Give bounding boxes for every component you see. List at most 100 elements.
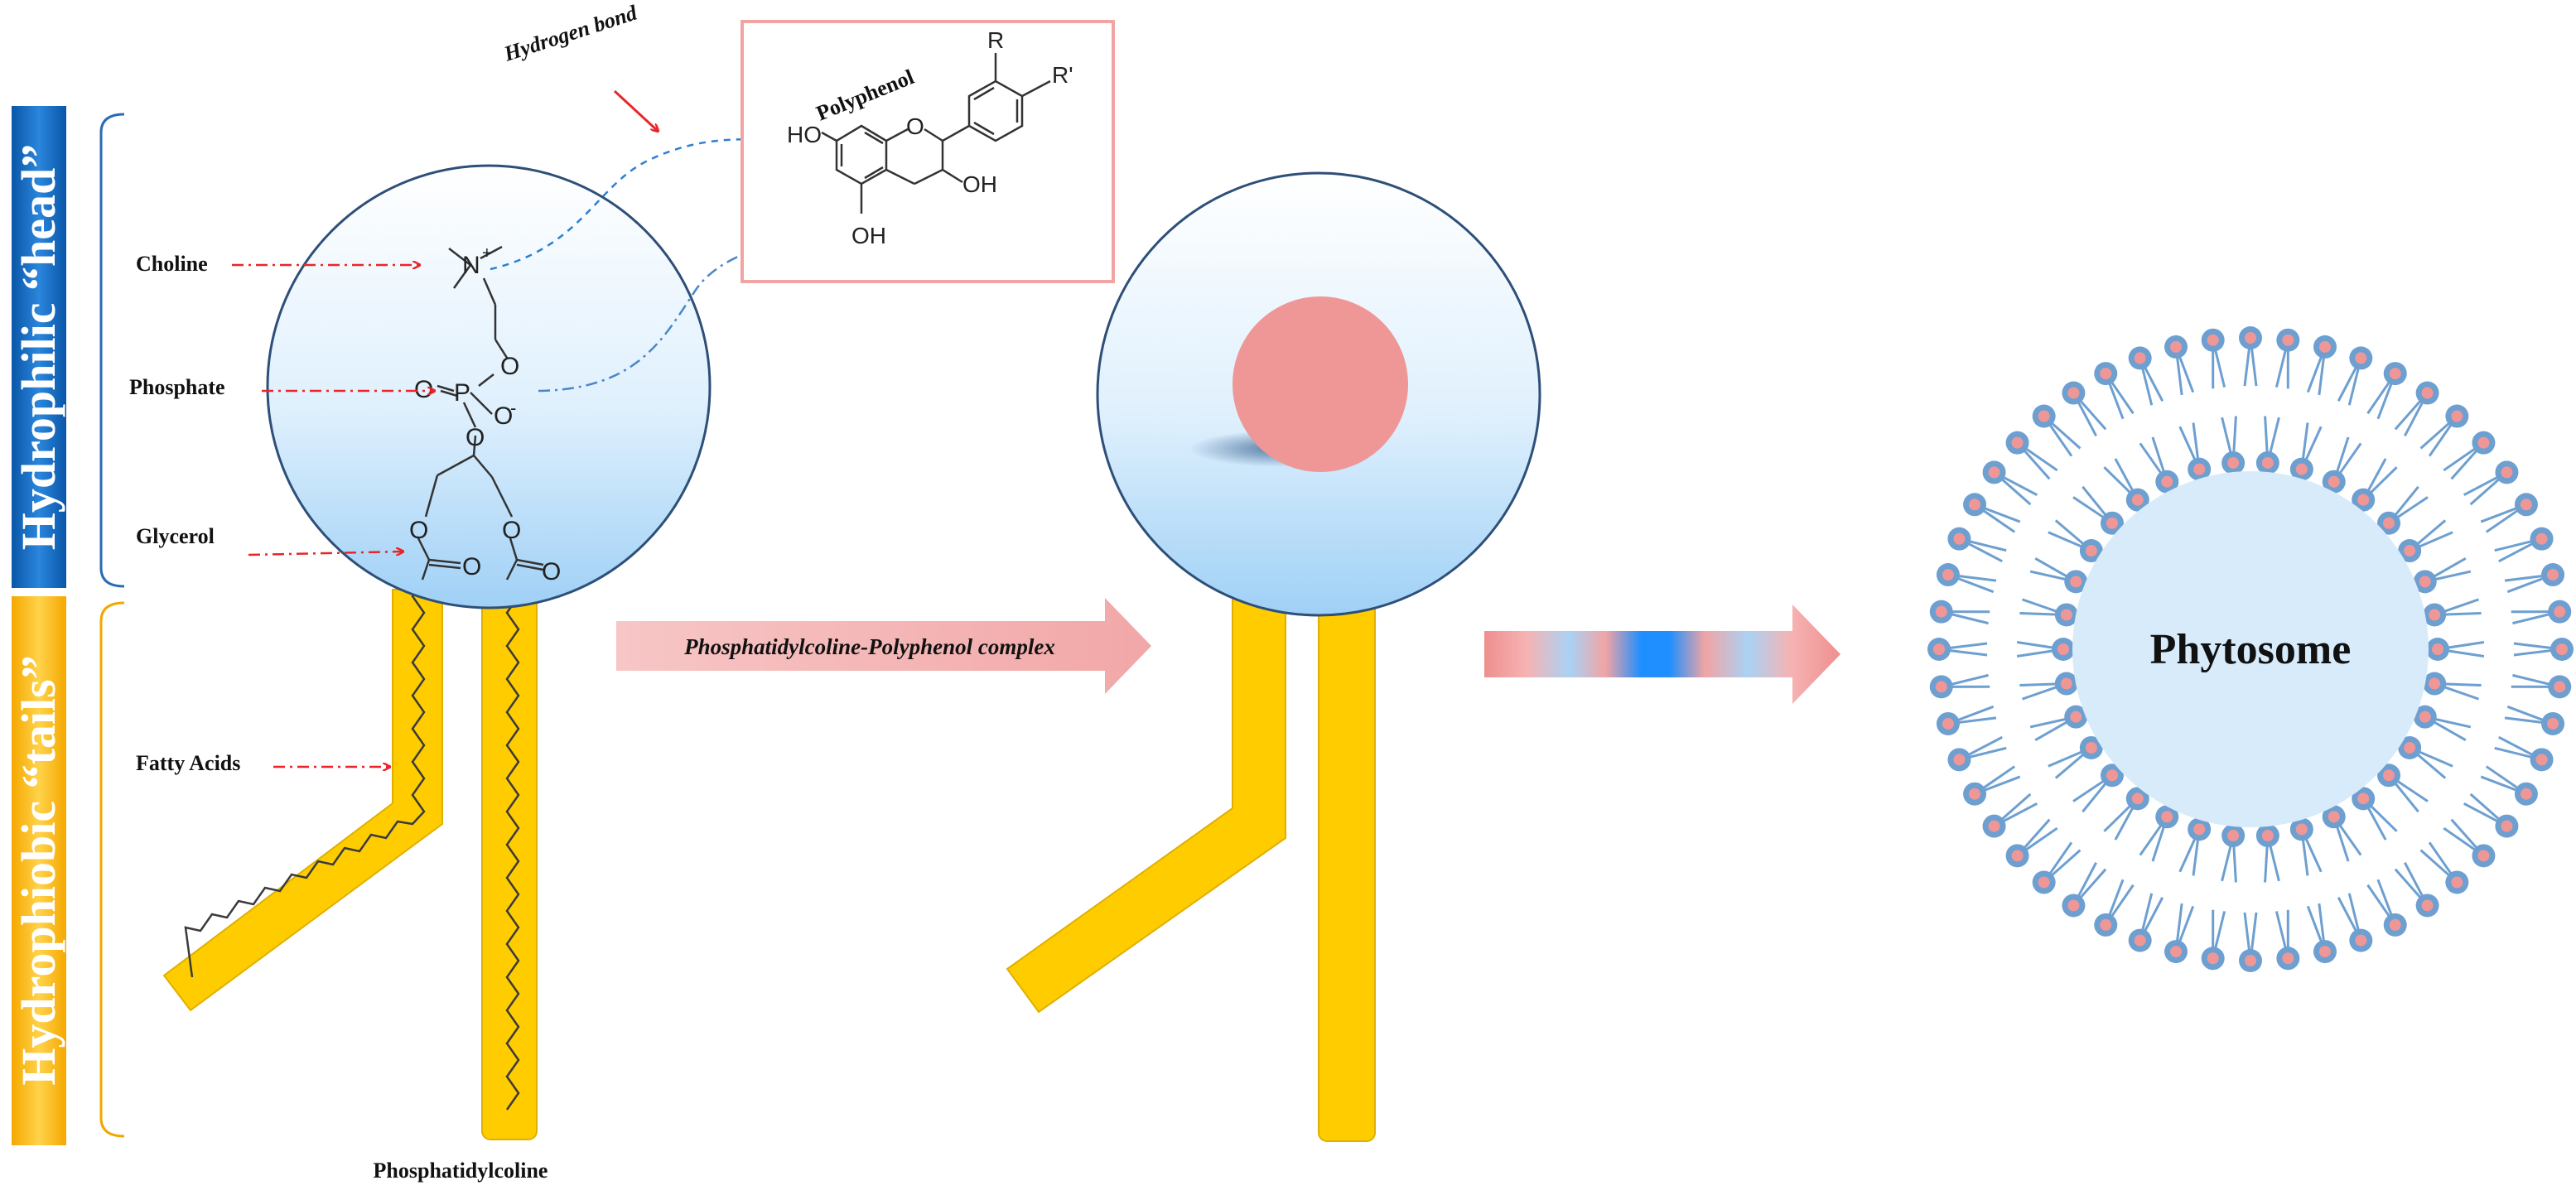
outer-polyphenol-dot [2355,352,2367,364]
outer-polyphenol-dot [2100,918,2112,931]
outer-polyphenol-dot [1935,605,1947,618]
hydroxyl-bottom: OH [851,223,886,248]
outer-polyphenol-dot [2282,334,2294,346]
outer-polyphenol-dot [2318,946,2331,958]
hydrophilic-head-bar: Hydrophilic “head” [12,106,66,588]
outer-polyphenol-dot [2547,569,2559,581]
inner-polyphenol-dot [2161,475,2173,488]
outer-polyphenol-dot [2207,952,2219,965]
hydrogen-bond-choline [490,138,775,271]
inner-polyphenol-dot [2295,463,2308,475]
complex-arrow-label: Phosphatidylcoline-Polyphenol complex [683,634,1055,659]
hydrogen-bond-label: Hydrogen bond [500,0,641,66]
outer-polyphenol-dot [2520,499,2532,511]
inner-polyphenol-dot [2161,811,2173,823]
phosphate-label: Phosphate [129,375,225,399]
ester-oxygen-left: O [409,517,428,544]
inner-polyphenol-dot [2070,576,2082,588]
inner-polyphenol-dot [2419,576,2431,588]
inner-polyphenol-dot [2070,711,2082,723]
outer-polyphenol-dot [2245,955,2256,966]
inner-polyphenol-dot [2261,830,2274,842]
inner-polyphenol-dot [2429,609,2441,621]
outer-polyphenol-dot [2451,410,2463,422]
outer-polyphenol-dot [2355,934,2367,947]
tails-bracket [99,601,125,1138]
outer-polyphenol-dot [2421,387,2434,399]
inner-polyphenol-dot [2295,823,2308,836]
glycerol-pointer [248,552,403,556]
inner-polyphenol-dot [2227,456,2240,469]
outer-polyphenol-dot [2421,899,2434,912]
hydrophilic-head-sphere [266,164,712,609]
phytosome-bilayer [1927,326,2574,972]
r-group: R [987,27,1004,53]
outer-polyphenol-dot [1935,681,1947,693]
phytosome-arrow [1484,605,1840,704]
polyphenol-box [740,20,1115,283]
outer-polyphenol-dot [2547,717,2559,730]
inner-polyphenol-dot [2357,494,2370,506]
outer-polyphenol-dot [1942,717,1954,730]
glycerol-label: Glycerol [136,524,215,548]
choline-label: Choline [136,252,208,276]
outer-polyphenol-dot [2011,436,2024,449]
inner-polyphenol-dot [2060,609,2072,621]
outer-polyphenol-dot [2011,850,2024,862]
inner-polyphenol-dot [2419,711,2431,723]
outer-polyphenol-dot [2389,918,2401,931]
outer-polyphenol-dot [2038,876,2050,889]
inner-polyphenol-dot [2328,475,2340,488]
hydrogen-bond-phosphate [538,230,851,393]
glycerol-oxygen: O [466,424,485,451]
inner-polyphenol-dot [2131,793,2144,805]
outer-polyphenol-dot [2477,850,2490,862]
hydrophobic-tails-bar: Hydrophiobic “tails” [12,596,66,1145]
inner-polyphenol-dot [2057,643,2069,655]
outer-polyphenol-dot [2554,605,2566,618]
outer-polyphenol-dot [2245,332,2256,344]
phytosome-label: Phytosome [2150,626,2352,673]
r-prime-group: R' [1052,62,1073,88]
outer-polyphenol-dot [2282,952,2294,965]
ring-oxygen: O [906,113,924,139]
outer-polyphenol-dot [1988,466,2000,479]
inner-polyphenol-dot [2060,677,2072,690]
outer-polyphenol-dot [1953,532,1966,545]
right-fatty-tail [481,584,538,1140]
inner-polyphenol-dot [2085,741,2097,754]
inner-polyphenol-dot [2106,769,2118,782]
outer-polyphenol-dot [1933,643,1945,655]
carbonyl-oxygen-left: O [462,553,481,581]
inner-polyphenol-dot [2193,823,2206,836]
phytosome-core [2072,471,2429,827]
phosphatidylcoline-molecule: N + O P O O - O O O O O [162,138,851,1140]
head-atoms: N + O P O O - O O O O O [409,244,561,585]
inner-polyphenol-dot [2357,793,2370,805]
hydrogen-bond-pointer [613,89,658,131]
embedded-polyphenol [1233,296,1408,472]
outer-polyphenol-dot [2134,934,2146,947]
ester-oxygen-right: O [502,517,521,544]
polyphenol-bonds [821,53,1051,214]
outer-polyphenol-dot [2170,946,2183,958]
outer-polyphenol-dot [2554,681,2566,693]
outer-polyphenol-dot [2535,754,2548,766]
inner-polyphenol-dot [2227,830,2240,842]
outer-polyphenol-dot [2170,340,2183,353]
left-chain [184,579,426,978]
inner-polyphenol-dot [2131,494,2144,506]
outer-polyphenol-dot [2501,820,2513,832]
complex-arrow: Phosphatidylcoline-Polyphenol complex [616,598,1151,694]
outer-polyphenol-dot [1969,788,1981,800]
outer-polyphenol-dot [2134,352,2146,364]
phosphatidylcoline-polyphenol-complex [1006,171,1541,1142]
complex-right-tail [1318,584,1376,1142]
inner-polyphenol-dot [2404,545,2416,557]
phosphorus-atom: P [454,379,470,407]
right-chain [505,579,520,1111]
phosphate-anion-oxygen: O [494,402,513,430]
outer-polyphenol-dot [2038,410,2050,422]
phytosome: Phytosome [1927,326,2574,972]
